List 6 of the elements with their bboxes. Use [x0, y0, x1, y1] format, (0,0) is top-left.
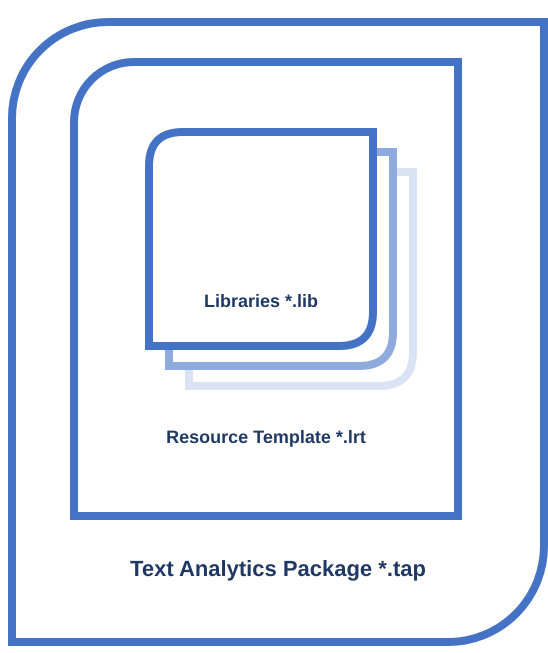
container-label: Libraries *.lib: [204, 290, 318, 313]
container-box: [70, 58, 462, 520]
container-box: [8, 18, 548, 646]
container-label: Text Analytics Package *.tap: [130, 555, 426, 583]
container-label: Resource Template *.lrt: [166, 426, 366, 449]
stacked-cards-drawing: [145, 128, 417, 390]
